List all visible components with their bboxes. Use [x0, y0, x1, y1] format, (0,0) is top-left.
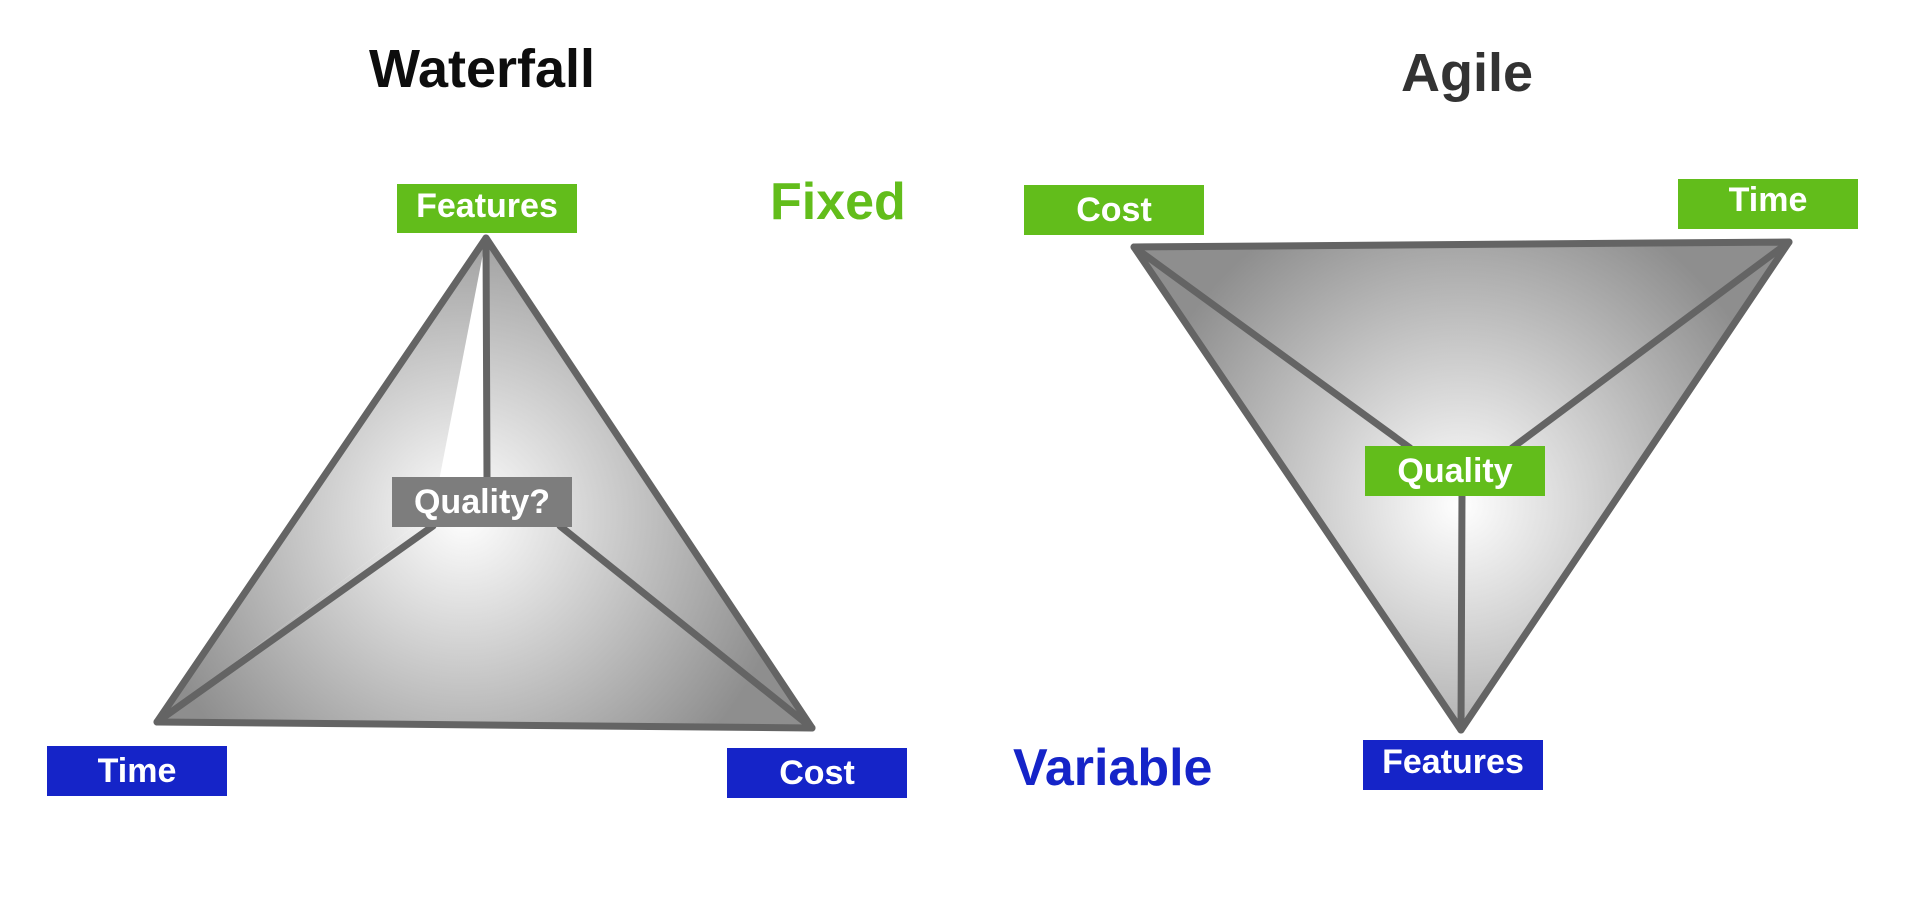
waterfall-edge-right: [556, 522, 816, 732]
waterfall-edge-apex: [482, 234, 491, 482]
legend-variable: Variable: [1013, 739, 1213, 797]
waterfall-pyramid: [153, 234, 816, 732]
agile-edge-bottom: [1457, 489, 1466, 734]
waterfall-edge-left: [153, 522, 437, 726]
agile-outline: [1130, 238, 1793, 734]
waterfall-quality-label: Quality?: [392, 477, 572, 527]
agile-cost-label: Cost: [1024, 185, 1204, 235]
agile-features-label: Features: [1363, 740, 1543, 790]
agile-quality-label: Quality: [1365, 446, 1545, 496]
waterfall-face-bottom: [157, 512, 812, 728]
waterfall-features-label: Features: [397, 184, 577, 233]
agile-edge-right: [1508, 238, 1793, 452]
agile-title: Agile: [1400, 43, 1534, 103]
agile-face-top: [1134, 242, 1789, 448]
agile-time-label: Time: [1678, 179, 1858, 229]
agile-pyramid: [1130, 238, 1793, 734]
waterfall-time-label: Time: [47, 746, 227, 796]
legend-fixed: Fixed: [770, 173, 906, 231]
waterfall-outline: [153, 234, 816, 732]
waterfall-cost-label: Cost: [727, 748, 907, 798]
waterfall-title: Waterfall: [368, 39, 596, 99]
agile-edge-left: [1130, 243, 1414, 452]
